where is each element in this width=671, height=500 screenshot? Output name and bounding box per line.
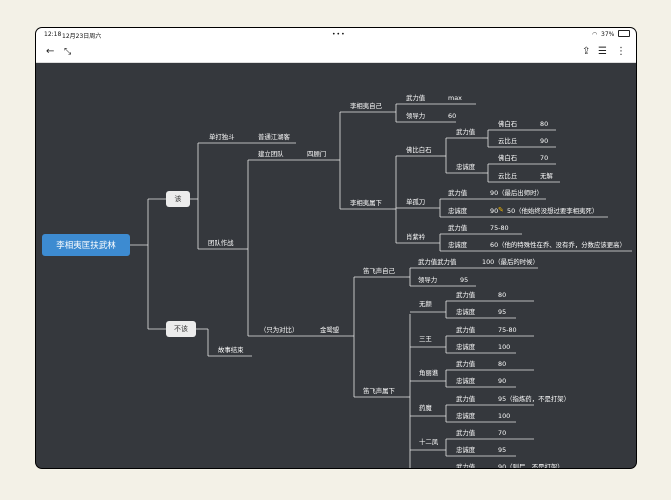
di-self-v0: 100（最后的时候） — [482, 258, 539, 266]
li-self-v1: 60 — [448, 112, 457, 120]
foxi-wuli-v0: 80 — [540, 120, 549, 128]
node-only-compare[interactable]: （只为对比） — [260, 326, 299, 334]
branch-no-node[interactable]: 不该 — [166, 321, 196, 337]
member-4-k0: 武力值 — [456, 429, 476, 437]
foxi-zhong-v1: 无解 — [540, 172, 553, 180]
node-li-subs[interactable]: 李相夷属下 — [350, 199, 382, 207]
battery-icon — [618, 30, 630, 37]
xiao-k1: 忠诚度 — [448, 241, 468, 249]
wifi-icon: ◠ — [592, 31, 598, 38]
connector-lines — [130, 103, 632, 468]
member-node-0[interactable]: 无颜 — [419, 300, 432, 308]
guda-k1: 忠诚度 — [448, 207, 468, 215]
member-node-3[interactable]: 药魔 — [419, 404, 432, 412]
node-build[interactable]: 建立团队 — [258, 150, 284, 158]
member-2-v1: 90 — [498, 377, 507, 385]
guda-v1: 90 — [490, 207, 499, 215]
member-5-k0: 武力值 — [456, 463, 476, 468]
member-1-v1: 100 — [498, 343, 511, 351]
member-0-v0: 80 — [498, 291, 507, 299]
mindmap-canvas[interactable]: 李相夷匡扶武林 该 不该 单打独斗 普通江湖客 团队作战 建立团队 四顾门 （只… — [36, 62, 636, 468]
member-2-v0: 80 — [498, 360, 507, 368]
multitask-dots-icon[interactable]: ••• — [332, 31, 346, 38]
node-solo-leaf[interactable]: 普通江湖客 — [258, 133, 290, 141]
node-foxi[interactable]: 佛比白石 — [406, 146, 432, 154]
status-bar: 12:18 12月23日周六 ••• ◠ 37% — [36, 28, 636, 42]
outline-list-icon[interactable]: ☰ — [598, 46, 607, 57]
member-1-v0: 75-80 — [498, 326, 517, 334]
member-0-v1: 95 — [498, 308, 507, 316]
node-league[interactable]: 金鸳盟 — [320, 326, 340, 334]
guda-v1-extra: 50（他始终没想过要李相夷死） — [507, 207, 599, 215]
branch-yes-node[interactable]: 该 — [166, 191, 190, 207]
node-di-subs[interactable]: 笛飞声属下 — [363, 387, 395, 395]
node-team[interactable]: 团队作战 — [208, 239, 234, 247]
more-icon[interactable]: ⋮ — [616, 46, 626, 57]
guda-k0: 武力值 — [448, 189, 468, 197]
di-self-k0: 武力值武力值 — [418, 258, 457, 266]
member-4-v1: 95 — [498, 446, 507, 454]
guda-v0: 90（最后出师时） — [490, 189, 543, 197]
foxi-zhong-k0: 佛白石 — [498, 154, 518, 162]
xiao-k0: 武力值 — [448, 224, 468, 232]
foxi-zhong: 忠诚度 — [456, 163, 476, 171]
foxi-zhong-k1: 云比丘 — [498, 172, 518, 180]
foxi-wuli: 武力值 — [456, 128, 476, 136]
li-self-k1: 领导力 — [406, 112, 426, 120]
pencil-icon: ✎ — [498, 206, 504, 214]
li-self-k0: 武力值 — [406, 94, 426, 102]
member-0-k0: 武力值 — [456, 291, 476, 299]
share-icon[interactable]: ⇪ — [582, 46, 591, 57]
member-4-v0: 70 — [498, 429, 507, 437]
member-1-k1: 忠诚度 — [456, 343, 476, 351]
di-self-v1: 95 — [460, 276, 469, 284]
back-arrow-icon[interactable]: ← — [46, 46, 55, 57]
member-3-k1: 忠诚度 — [456, 412, 476, 420]
member-3-k0: 武力值 — [456, 395, 476, 403]
status-date: 12月23日周六 — [62, 33, 102, 40]
member-1-k0: 武力值 — [456, 326, 476, 334]
xiao-v0: 75-80 — [490, 224, 509, 232]
node-guda[interactable]: 单孤刀 — [406, 198, 426, 206]
foxi-wuli-v1: 90 — [540, 137, 549, 145]
li-self-v0: max — [448, 94, 462, 102]
foxi-wuli-k0: 佛白石 — [498, 120, 518, 128]
member-node-4[interactable]: 十二凤 — [419, 438, 439, 446]
member-0-k1: 忠诚度 — [456, 308, 476, 316]
member-3-v0: 95（指炼药，不是打架） — [498, 395, 571, 403]
toolbar: ← ⤡ ⇪ ☰ ⋮ — [36, 42, 636, 63]
node-story-end[interactable]: 故事结束 — [218, 346, 244, 354]
node-di-self[interactable]: 笛飞声自己 — [363, 267, 395, 275]
member-3-v1: 100 — [498, 412, 511, 420]
node-li-self[interactable]: 李相夷自己 — [350, 102, 382, 110]
status-battery: 37% — [601, 31, 615, 38]
member-2-k0: 武力值 — [456, 360, 476, 368]
app-window: 12:18 12月23日周六 ••• ◠ 37% ← ⤡ ⇪ ☰ ⋮ 李相夷匡扶… — [36, 28, 636, 468]
status-time: 12:18 — [44, 31, 62, 38]
foxi-wuli-k1: 云比丘 — [498, 137, 518, 145]
member-5-v0: 90（驯尸，不是打架） — [498, 463, 564, 468]
member-node-2[interactable]: 角丽谯 — [419, 369, 439, 377]
node-xiao[interactable]: 肖紫衿 — [406, 233, 426, 241]
foxi-zhong-v0: 70 — [540, 154, 549, 162]
member-4-k1: 忠诚度 — [456, 446, 476, 454]
member-2-k1: 忠诚度 — [456, 377, 476, 385]
xiao-v1: 60（他的特殊性在乔、没有乔，分数应该更高） — [490, 241, 626, 249]
collapse-icon[interactable]: ⤡ — [64, 47, 72, 57]
root-node[interactable]: 李相夷匡扶武林 — [42, 234, 130, 256]
node-sect[interactable]: 四顾门 — [307, 150, 327, 158]
node-solo[interactable]: 单打独斗 — [209, 133, 235, 141]
member-node-1[interactable]: 三王 — [419, 335, 432, 343]
di-self-k1: 领导力 — [418, 276, 438, 284]
